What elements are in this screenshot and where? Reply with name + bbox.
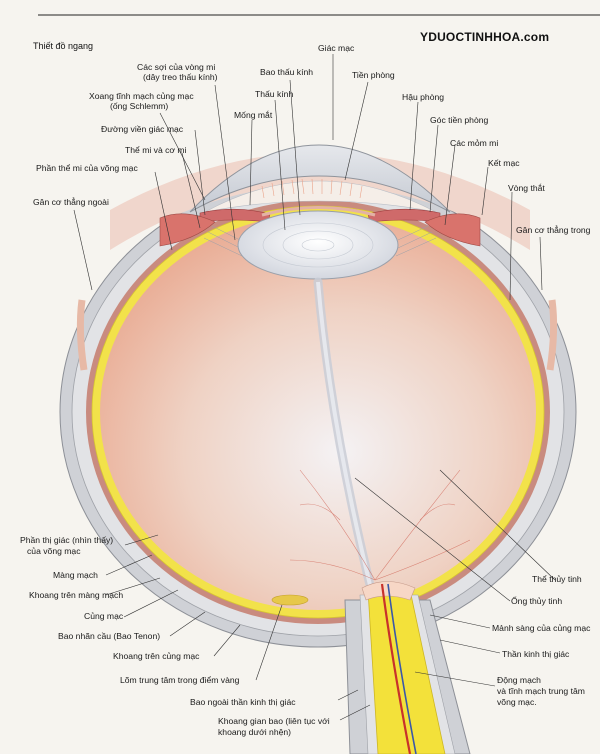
anterior-segment [110,144,530,280]
watermark: YDUOCTINHHOA.com [420,30,550,44]
label-phan-the-mi: Phần thể mi của võng mạc [36,163,138,173]
label-xoang-tinh-mach-2: (ống Schlemm) [110,101,169,111]
hyaloid-canal-inner [316,281,372,586]
lens-shape [237,210,399,280]
label-bao-thau-kinh: Bao thấu kính [260,67,314,77]
label-hau-phong: Hậu phòng [402,92,445,102]
pupil-margin [261,206,376,217]
label-ong-thuy-tinh: Ống thủy tinh [511,596,563,606]
label-dong-mach-1: Động mạch [497,675,541,685]
zonule-fibers [203,225,437,257]
lens-rings [262,222,374,268]
label-lom-trung-tam: Lõm trung tâm trong điểm vàng [120,675,240,685]
label-tien-phong: Tiền phòng [352,70,395,80]
central-artery [380,583,412,754]
ciliary-body-left [159,213,216,247]
label-mang-mach: Màng mạch [53,570,98,580]
label-xoang-tinh-mach-1: Xoang tĩnh mạch củng mạc [89,91,194,101]
label-khoang-tren-cung-mac: Khoang trên củng mạc [113,651,200,661]
ciliary-band [110,152,530,250]
label-the-mi: Thể mi và cơ mi [125,145,187,155]
label-khoang-gian-1: Khoang gian bao (liên tục với [218,716,330,726]
lateral-rectus-tendon [76,299,88,371]
label-phan-thi-giac-1: Phần thị giác (nhìn thấy) [20,535,114,545]
central-vein [387,583,417,754]
label-phan-thi-giac-2: của võng mạc [27,546,81,556]
cornea-shape [189,144,451,213]
label-dong-mach-2: và tĩnh mạch trung tâm [497,686,585,696]
medial-rectus-tendon [546,299,558,371]
macula-shape [271,594,309,606]
label-gan-ngoai: Gân cơ thẳng ngoài [33,197,109,207]
label-cung-mac: Củng mạc [84,611,124,621]
label-day-treo: (dây treo thấu kính) [143,72,218,82]
label-dong-mach-3: võng mạc. [497,697,537,707]
label-khoang-tren-mang-mach: Khoang trên màng mạch [29,590,124,600]
label-soi-vong-mi: Các sợi của vòng mi [137,62,216,72]
label-gan-trong: Gân cơ thẳng trong [516,225,591,235]
label-khoang-gian-2: khoang dưới nhện) [218,727,292,737]
label-than-kinh: Thần kinh thị giác [502,649,570,659]
diagram-title: Thiết đồ ngang [33,41,94,51]
iris-striations [261,178,363,199]
label-ket-mac: Kết mạc [488,158,520,168]
label-mong-mat: Mống mắt [234,110,273,120]
label-mom-mi: Các mỏm mi [450,138,499,148]
optic-nerve [344,581,471,754]
leader-lines [73,54,556,721]
label-thau-kinh: Thấu kính [255,89,294,99]
ciliary-body-right [424,213,481,247]
label-vong-that: Vòng thắt [508,183,545,193]
eyeball-outer-layers [59,176,577,648]
label-bao-nhan-cau: Bao nhãn cầu (Bao Tenon) [58,631,161,641]
label-bao-ngoai: Bao ngoài thần kinh thị giác [190,697,296,707]
label-the-thuy-tinh: Thể thủy tinh [532,574,582,584]
label-goc-tien-phong: Góc tiền phòng [430,115,489,125]
vitreous-body-shape [100,214,536,610]
label-giac-mac: Giác mạc [318,43,355,53]
retinal-vessels [289,469,471,581]
label-duong-vien: Đường viền giác mạc [101,124,184,134]
label-manh-sang: Mảnh sàng của củng mạc [492,623,591,633]
